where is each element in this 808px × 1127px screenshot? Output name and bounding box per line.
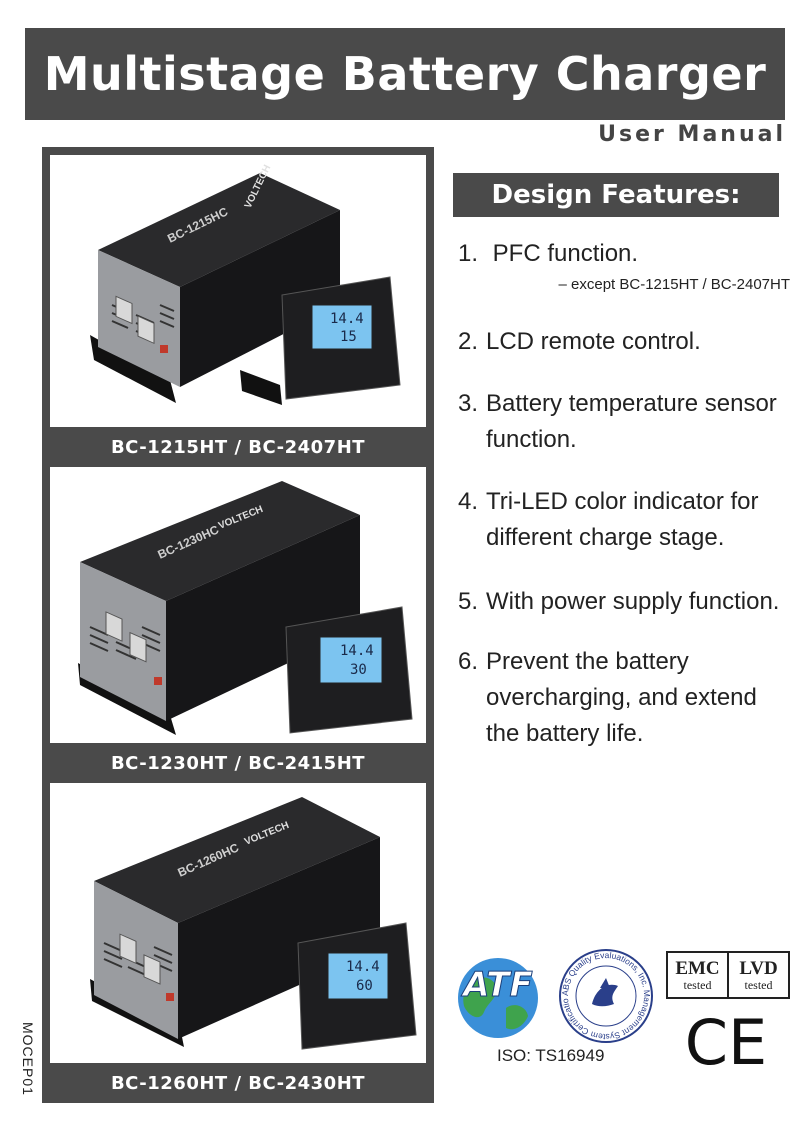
feature-item-4: 4.Tri-LED color indicator for different …: [458, 488, 759, 551]
ce-mark-icon: CE: [685, 1010, 767, 1070]
atf-logo-text: ATF: [460, 965, 532, 1005]
page-subtitle: User Manual: [598, 122, 786, 147]
product-photo-2: BC-1230HC VOLTECH 14.4 30: [50, 467, 426, 743]
product-caption-2: BC-1230HT / BC-2415HT: [110, 752, 366, 774]
emc-lvd-badge: EMC tested LVD tested: [666, 951, 790, 999]
feature-item-5: 5.With power supply function.: [458, 588, 780, 615]
product-column: BC-1215HC VOLTECH 14.4 15 BC-1215HT / BC…: [42, 147, 434, 1103]
abs-seal-icon: ABS Quality Evaluations, Inc. Management…: [556, 948, 653, 1043]
features-heading: Design Features:: [453, 173, 779, 217]
lcd-top-2: 14.4: [340, 643, 374, 659]
feature-item-3: 3.Battery temperature sensor function.: [458, 390, 777, 453]
product-photo-3: BC-1260HC VOLTECH 14.4 60: [50, 783, 426, 1063]
product-caption-3: BC-1260HT / BC-2430HT: [110, 1072, 366, 1094]
feature-note: – except BC-1215HT / BC-2407HT: [558, 276, 791, 293]
product-caption-1: BC-1215HT / BC-2407HT: [110, 436, 366, 458]
lcd-bottom-2: 30: [350, 662, 367, 678]
charger-illustration-2: BC-1230HC VOLTECH 14.4 30: [78, 481, 413, 735]
feature-item-6: 6.Prevent the battery overcharging, and …: [458, 648, 757, 747]
emc-cell: EMC tested: [675, 957, 720, 992]
charger-illustration-3: BC-1260HC VOLTECH 14.4 60: [90, 797, 417, 1050]
ce-mark-text: CE: [685, 1010, 767, 1070]
feature-item-1: 1. PFC function.: [458, 240, 639, 267]
atf-globe-icon: ATF: [458, 958, 538, 1038]
page-title: Multistage Battery Charger: [25, 28, 785, 120]
lcd-bottom-3: 60: [356, 978, 373, 994]
document-code: MOCEP01: [20, 1022, 36, 1096]
lcd-top-3: 14.4: [346, 959, 380, 975]
iso-label: ISO: TS16949: [497, 1046, 605, 1065]
lvd-cell: LVD tested: [727, 953, 788, 997]
lcd-bottom-1: 15: [340, 329, 357, 345]
product-photo-1: BC-1215HC VOLTECH 14.4 15: [50, 155, 426, 427]
feature-item-2: 2.LCD remote control.: [458, 328, 701, 355]
lcd-top-1: 14.4: [330, 311, 364, 327]
charger-illustration-1: BC-1215HC VOLTECH 14.4 15: [90, 163, 401, 405]
